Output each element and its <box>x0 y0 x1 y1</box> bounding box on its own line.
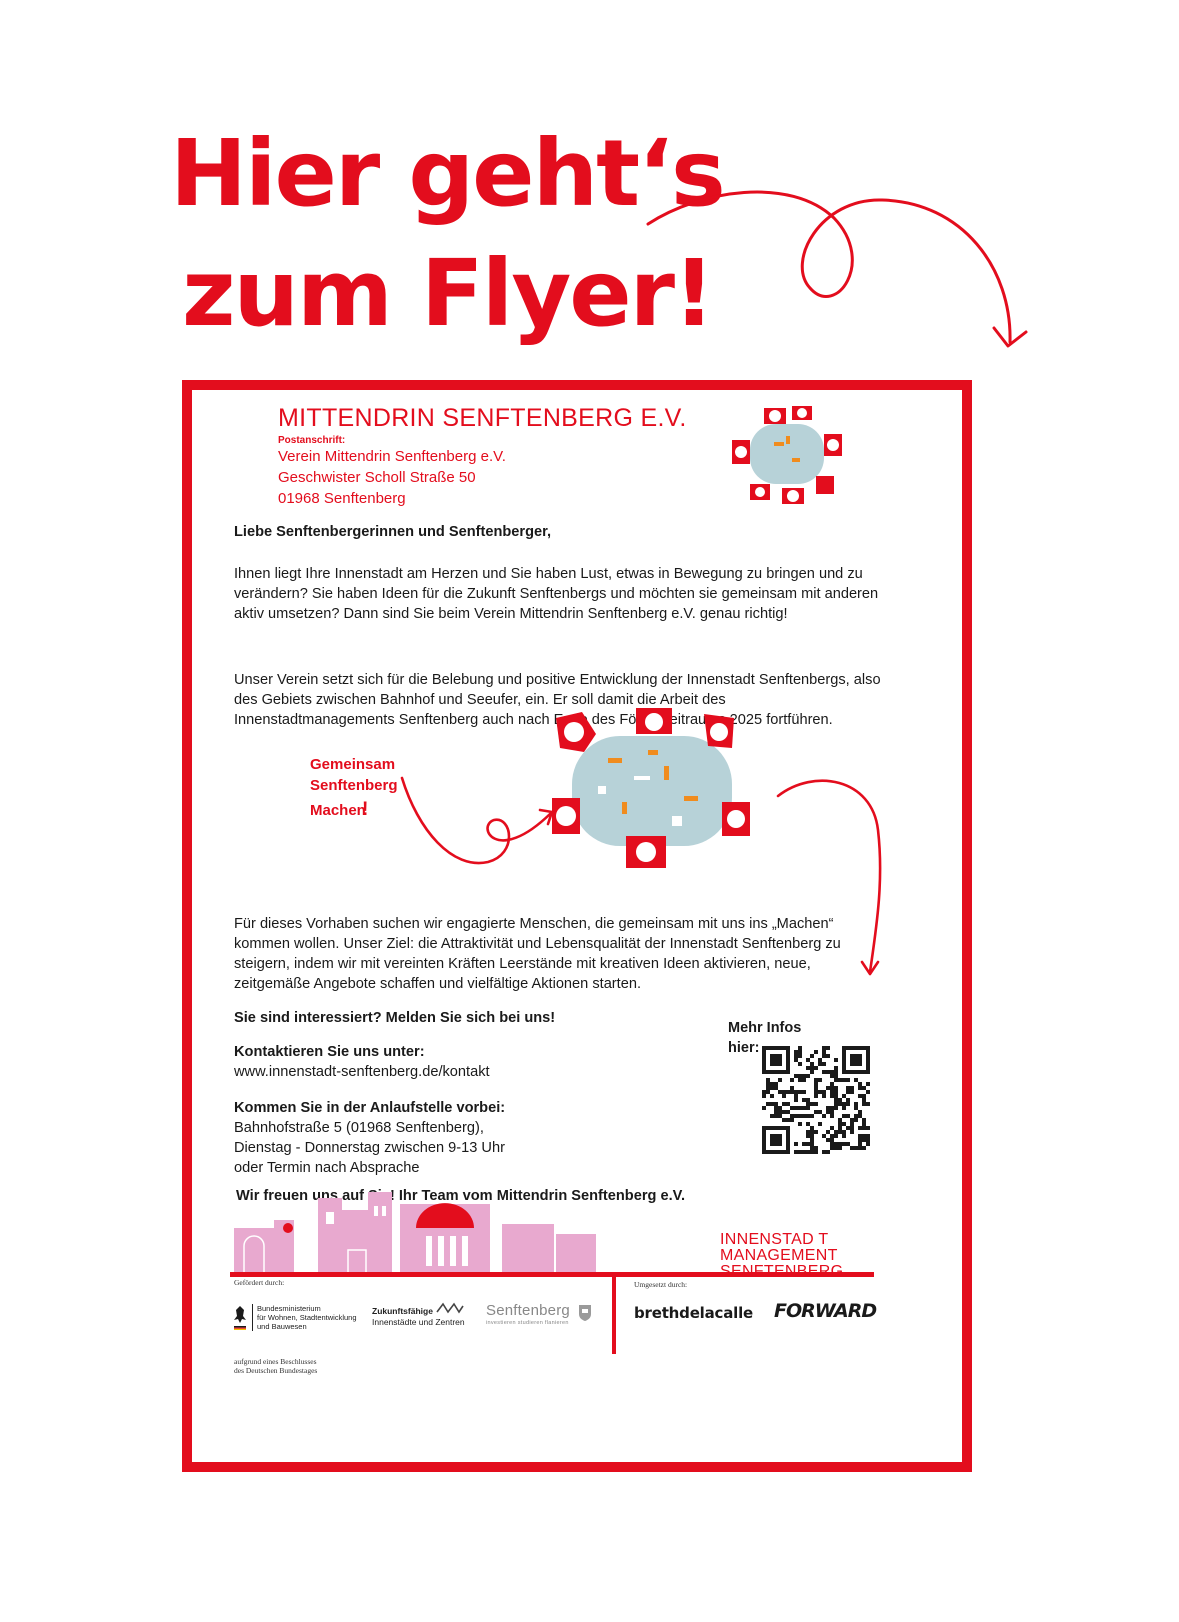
visit-line: Bahnhofstraße 5 (01968 Senftenberg), <box>234 1120 484 1136</box>
ministry-line: für Wohnen, Stadtentwicklung <box>257 1313 357 1322</box>
zukunftsfaehige-innenstaedte-logo: Zukunftsfähige Innenstädte und Zentren <box>372 1302 465 1328</box>
org-header: MITTENDRIN SENFTENBERG E.V. Postanschrif… <box>278 404 687 509</box>
city-crest-icon <box>579 1305 591 1321</box>
zukunft-line: Zukunftsfähige <box>372 1306 433 1316</box>
visit-heading: Kommen Sie in der Anlaufstelle vorbei: <box>234 1100 506 1116</box>
headline-line-2: zum Flyer! <box>182 240 715 347</box>
flyer[interactable]: MITTENDRIN SENFTENBERG E.V. Postanschrif… <box>182 380 972 1472</box>
qr-label: Mehr Infos hier: <box>728 1018 801 1058</box>
headline-line-1: Hier geht‘s <box>170 120 726 227</box>
slogan-exclamation: ! <box>362 798 369 820</box>
ministry-line: Bundesministerium <box>257 1304 321 1313</box>
eagle-icon <box>234 1306 246 1330</box>
interest-line: Sie sind interessiert? Melden Sie sich b… <box>234 1010 556 1026</box>
bundestag-line: des Deutschen Bundestages <box>234 1366 318 1375</box>
forward-logo: FORWARD <box>774 1300 877 1322</box>
zukunft-mark-icon <box>436 1302 464 1314</box>
curly-arrow-left <box>400 776 554 865</box>
postal-label: Postanschrift: <box>278 435 346 446</box>
contact-heading: Kontaktieren Sie uns unter: <box>234 1044 425 1060</box>
footer-vertical-divider <box>612 1276 616 1354</box>
brand-line: INNENSTAD T <box>720 1231 829 1248</box>
bmwsb-logo: Bundesministerium für Wohnen, Stadtentwi… <box>234 1304 357 1331</box>
visit-block: Kommen Sie in der Anlaufstelle vorbei: B… <box>234 1098 594 1178</box>
paragraph-intro: Ihnen liegt Ihre Innenstadt am Herzen un… <box>234 566 879 622</box>
slogan-line: Machen <box>310 801 366 819</box>
ministry-name: Bundesministerium für Wohnen, Stadtentwi… <box>252 1304 357 1331</box>
contact-block: Kontaktieren Sie uns unter: www.innensta… <box>234 1042 594 1082</box>
postal-line: Verein Mittendrin Senftenberg e.V. <box>278 448 506 465</box>
visit-line: oder Termin nach Absprache <box>234 1160 420 1176</box>
qr-code[interactable] <box>762 1046 870 1154</box>
postal-line: 01968 Senftenberg <box>278 490 406 507</box>
senftenberg-city-logo: Senftenberg investieren studieren flanie… <box>486 1302 591 1326</box>
bundestag-line: aufgrund eines Beschlusses <box>234 1357 317 1366</box>
curly-arrow-right <box>776 779 882 976</box>
qr-label-line: Mehr Infos <box>728 1020 802 1036</box>
table-illustration-large <box>552 708 750 868</box>
zukunft-line: Innenstädte und Zentren <box>372 1317 465 1327</box>
visit-line: Dienstag - Donnerstag zwischen 9-13 Uhr <box>234 1140 505 1156</box>
postal-line: Geschwister Scholl Straße 50 <box>278 469 476 486</box>
qr-label-line: hier: <box>728 1040 760 1056</box>
innenstadtmanagement-logo: INNENSTAD T MANAGEMENT SENFTENBERG <box>720 1232 843 1280</box>
city-skyline-illustration <box>234 1192 596 1272</box>
implemented-label: Umgesetzt durch: <box>634 1280 688 1289</box>
paragraph-association: Unser Verein setzt sich für die Belebung… <box>234 672 881 728</box>
slogan-line: Senftenberg <box>310 777 398 794</box>
footer-divider <box>230 1272 874 1277</box>
org-name: MITTENDRIN SENFTENBERG E.V. <box>278 404 687 432</box>
paragraph-goal: Für dieses Vorhaben suchen wir engagiert… <box>234 916 841 992</box>
ministry-line: und Bauwesen <box>257 1322 307 1331</box>
senftenberg-wordmark: Senftenberg <box>486 1302 570 1319</box>
contact-url[interactable]: www.innenstadt-senftenberg.de/kontakt <box>234 1064 490 1080</box>
slogan-line: Gemeinsam <box>310 756 396 773</box>
brand-line: SENFTENBERG <box>720 1263 844 1280</box>
closing-line: Wir freuen uns auf Sie! Ihr Team vom Mit… <box>236 1188 686 1204</box>
greeting: Liebe Senftenbergerinnen und Senftenberg… <box>234 524 552 540</box>
senftenberg-tagline: investieren studieren flanieren <box>486 1320 569 1326</box>
slogan: Gemeinsam Senftenberg Machen ! <box>310 754 398 826</box>
brand-line: MANAGEMENT <box>720 1247 838 1264</box>
bundestag-note: aufgrund eines Beschlusses des Deutschen… <box>234 1357 317 1375</box>
table-illustration-small <box>732 406 842 504</box>
funded-label: Gefördert durch: <box>234 1278 285 1287</box>
brethdelacalle-logo: brethdelacalle <box>634 1304 754 1322</box>
